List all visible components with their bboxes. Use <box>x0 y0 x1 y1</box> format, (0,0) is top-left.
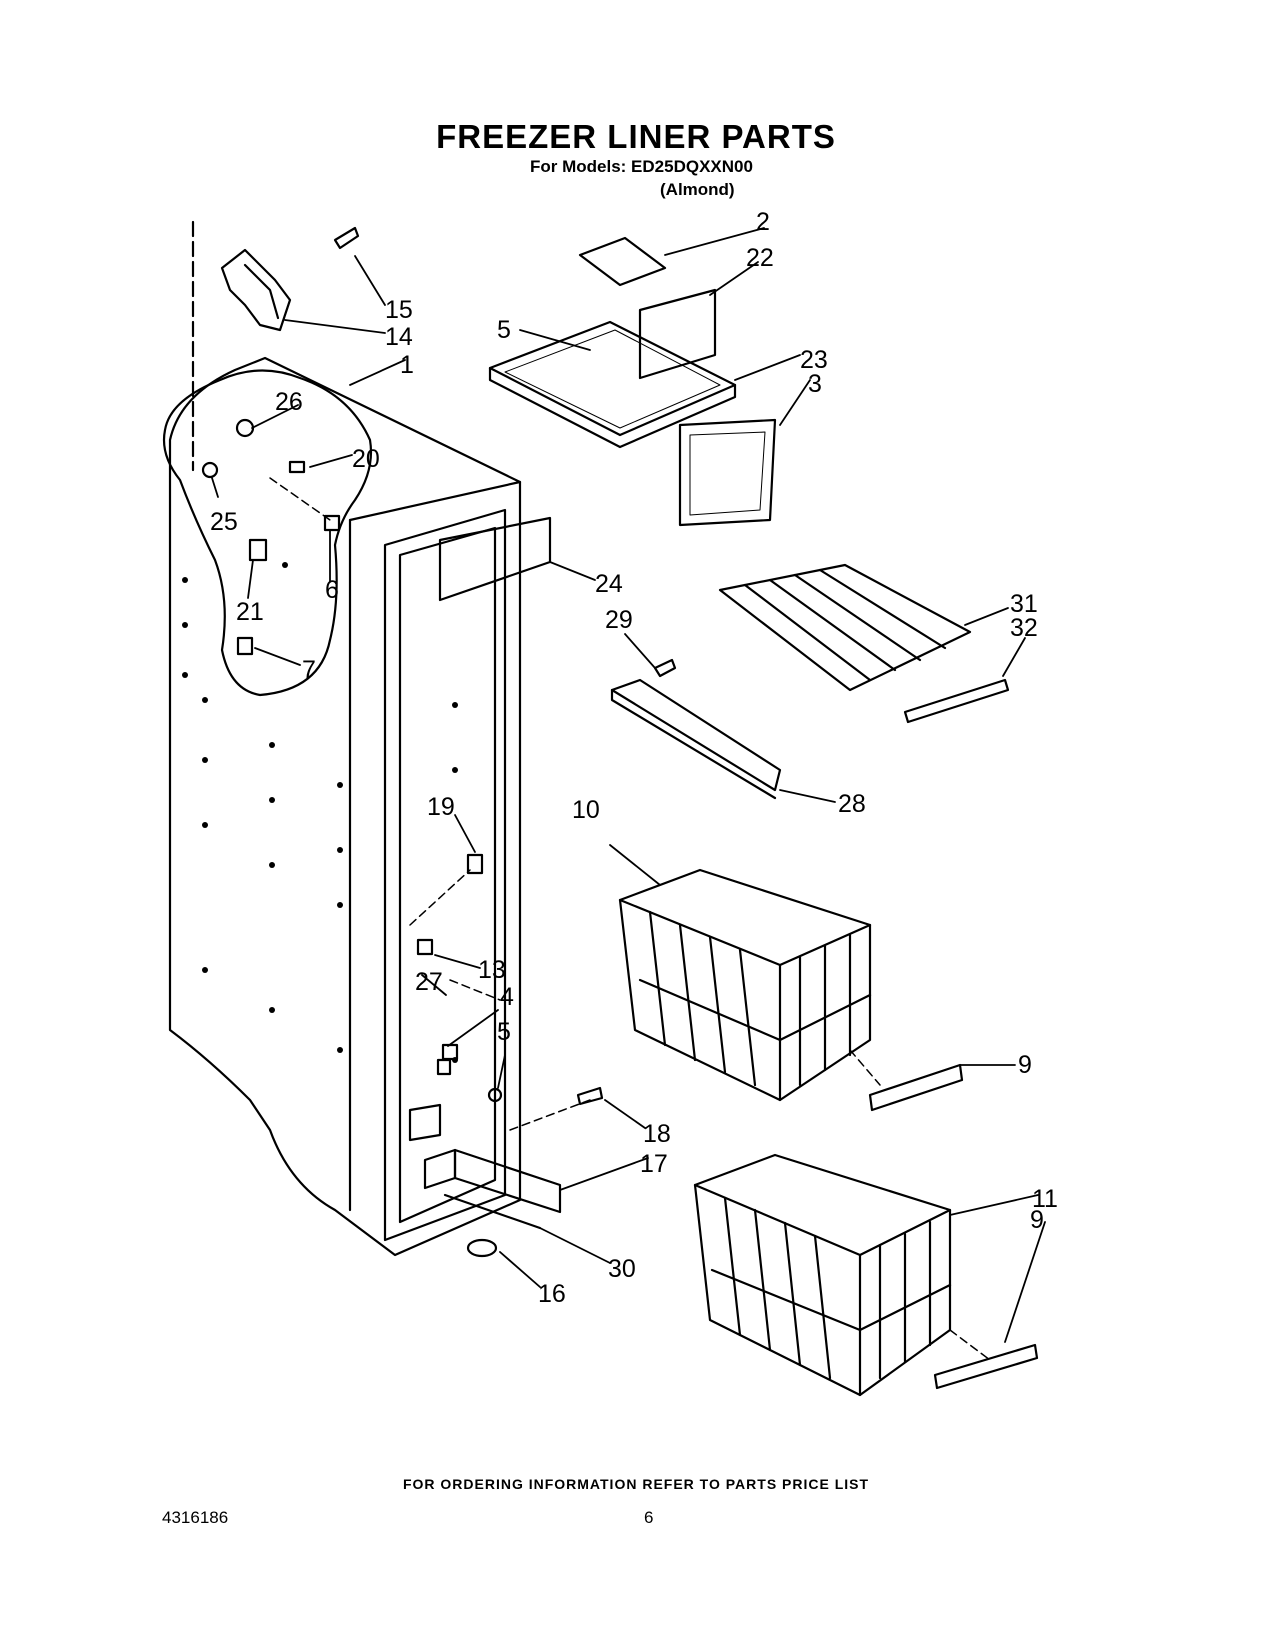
page-title: FREEZER LINER PARTS <box>436 118 836 155</box>
finish-line: (Almond) <box>660 180 735 199</box>
callout-3: 3 <box>808 370 822 398</box>
callout-21: 21 <box>236 598 264 626</box>
callout-2: 2 <box>756 208 770 236</box>
callout-14: 14 <box>385 323 413 351</box>
callout-9-upper: 9 <box>1018 1051 1032 1079</box>
freezer-basket-upper <box>618 868 964 1112</box>
callout-26: 26 <box>275 388 303 416</box>
callout-5-shelf: 5 <box>497 316 511 344</box>
callout-20: 20 <box>352 445 380 473</box>
callout-28: 28 <box>838 790 866 818</box>
shelf-rail <box>610 658 782 800</box>
callout-16: 16 <box>538 1280 566 1308</box>
models-line: For Models: ED25DQXXN00 <box>530 157 753 176</box>
hinge-bracket <box>220 248 292 332</box>
callout-24: 24 <box>595 570 623 598</box>
callout-22: 22 <box>746 244 774 272</box>
ordering-note: FOR ORDERING INFORMATION REFER TO PARTS … <box>402 1476 870 1492</box>
callout-31: 31 <box>1010 590 1038 618</box>
callout-9-lower: 9 <box>1030 1206 1044 1234</box>
document-number: 4316186 <box>162 1508 229 1527</box>
callout-7: 7 <box>302 656 316 684</box>
callout-30: 30 <box>608 1255 636 1283</box>
freezer-shelf-assembly <box>488 236 777 527</box>
wire-shelf <box>718 563 1010 724</box>
callout-labels: 1 2 3 4 5 5 6 7 9 9 10 11 13 14 15 16 17… <box>210 208 1058 1308</box>
callout-13: 13 <box>478 956 506 984</box>
callout-leaders <box>211 227 1046 1343</box>
callout-25: 25 <box>210 508 238 536</box>
callout-29: 29 <box>605 606 633 634</box>
callout-19: 19 <box>427 793 455 821</box>
freezer-basket-lower <box>693 1153 1039 1397</box>
light-housing <box>423 1086 604 1258</box>
callout-10: 10 <box>572 796 600 824</box>
callout-23: 23 <box>800 346 828 374</box>
callout-11: 11 <box>1032 1185 1058 1213</box>
callout-5-liner: 5 <box>497 1018 511 1046</box>
screw-15 <box>333 226 360 250</box>
freezer-liner-body <box>162 356 522 1257</box>
callout-17: 17 <box>640 1150 668 1178</box>
page-number: 6 <box>644 1508 654 1527</box>
callout-18: 18 <box>643 1120 671 1148</box>
callout-6: 6 <box>325 576 339 604</box>
callout-1: 1 <box>400 351 414 379</box>
callout-15: 15 <box>385 296 413 324</box>
callout-32: 32 <box>1010 614 1038 642</box>
callout-27: 27 <box>415 968 443 996</box>
callout-4: 4 <box>500 983 514 1011</box>
